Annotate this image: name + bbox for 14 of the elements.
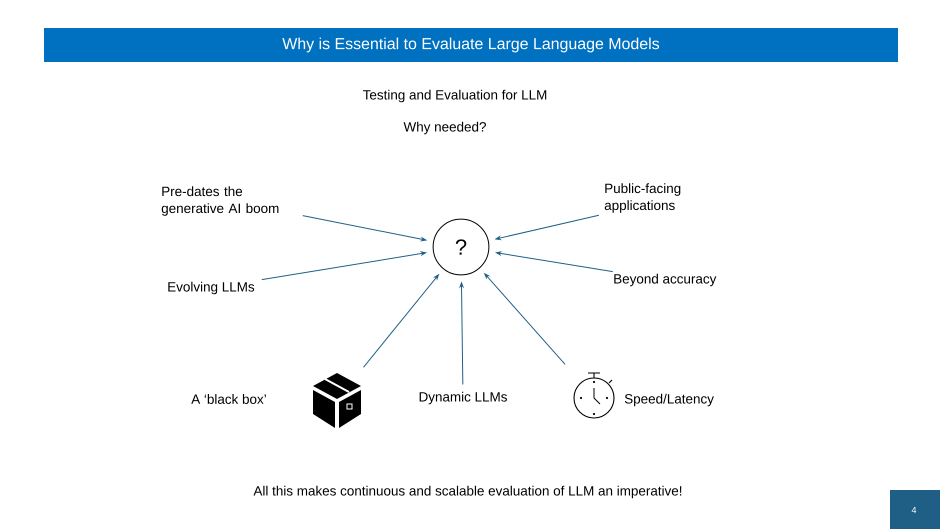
text-label: Pre-dates the generative AI boom <box>162 186 278 216</box>
text-label: Dynamic LLMs <box>420 392 507 404</box>
text-label: Speed/Latency <box>624 394 714 406</box>
text-label: Why needed? <box>404 122 486 134</box>
title-banner: Why is Essential to Evaluate Large Language Models <box>44 28 898 62</box>
text-label: Beyond accuracy <box>614 274 716 286</box>
page-number: 4 <box>890 490 940 529</box>
text-label: All this makes continuous and scalable evaluation of LLM an imperative! <box>253 486 682 498</box>
text-label: A ‘black box’ <box>191 394 266 404</box>
text-label: Evolving LLMs <box>168 282 254 294</box>
text-label: Testing and Evaluation for LLM <box>362 90 546 102</box>
text-label: Public-facing applications <box>604 183 680 213</box>
box-icon <box>313 373 361 428</box>
stopwatch-icon <box>573 372 615 419</box>
